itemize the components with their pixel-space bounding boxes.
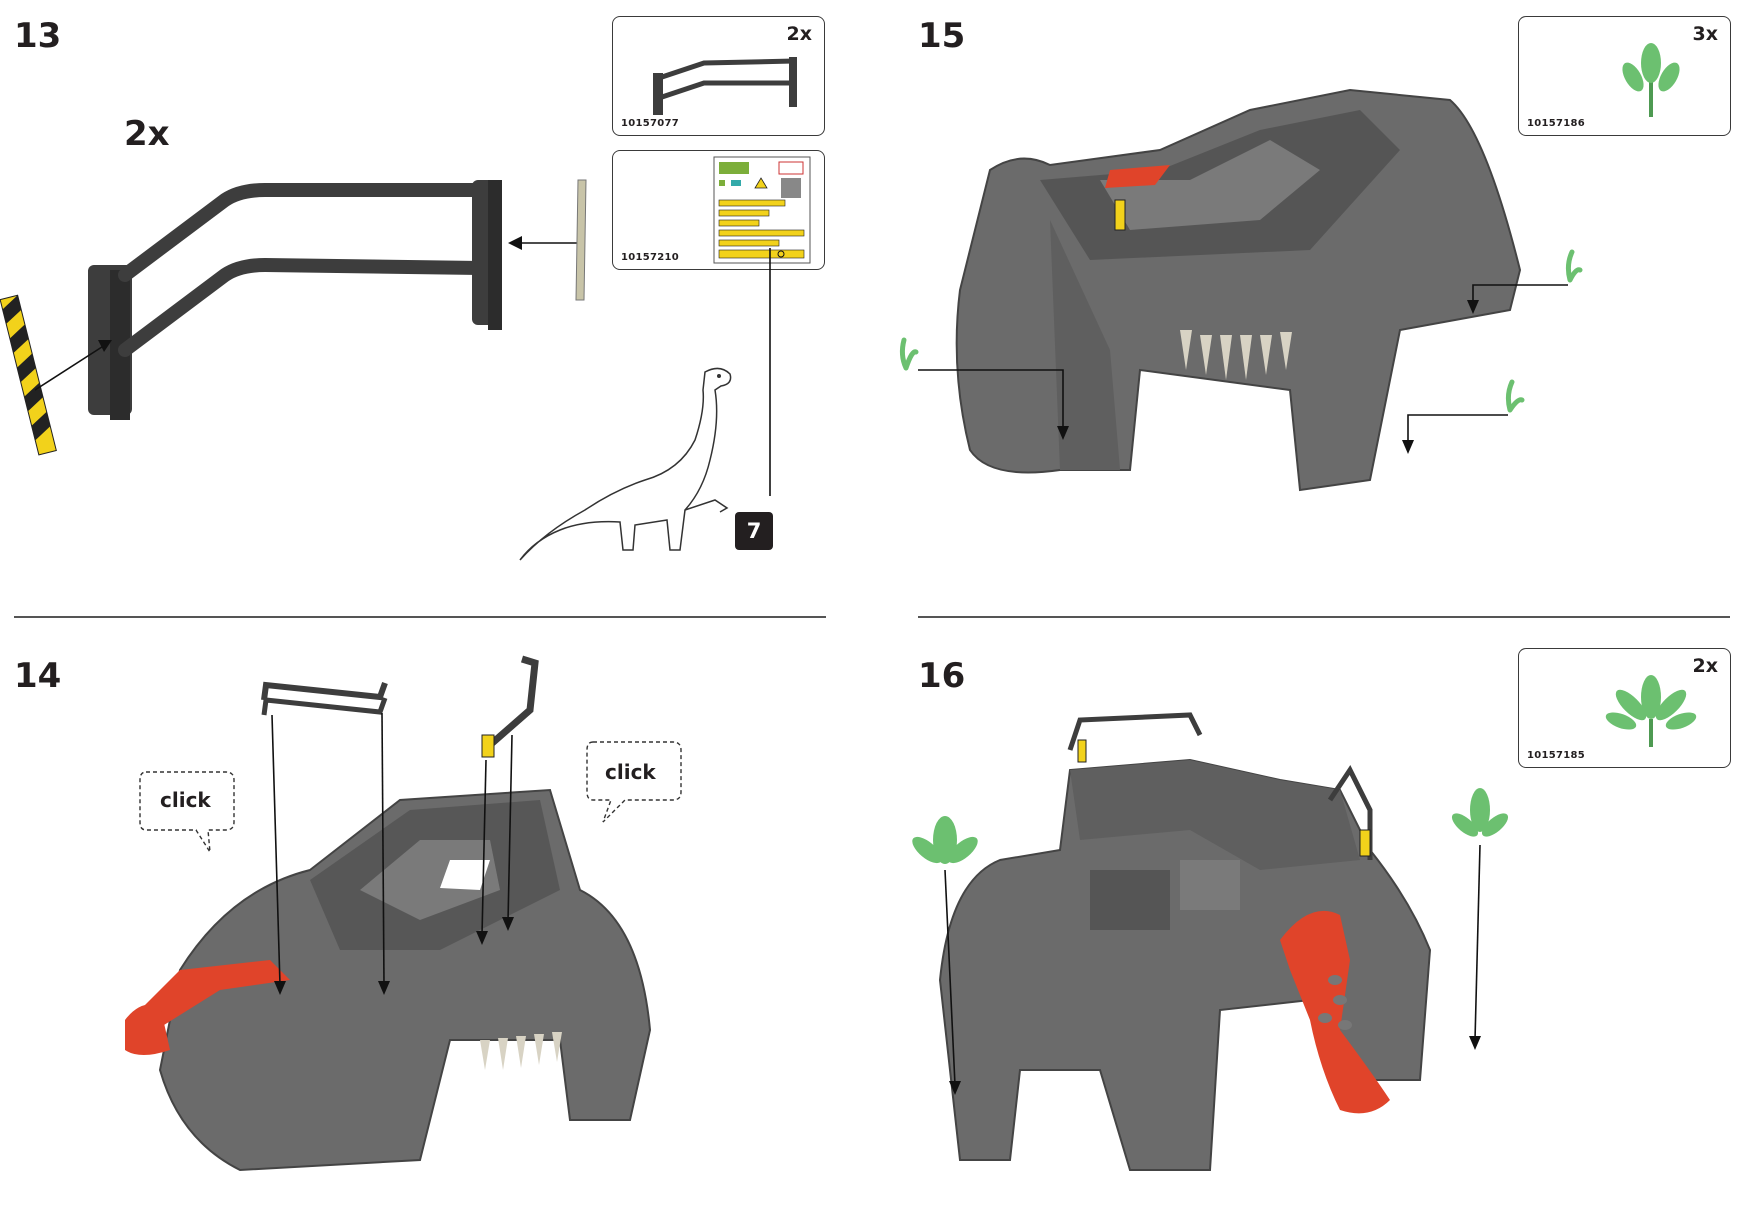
- sticker-sheet-icon: [713, 156, 811, 264]
- step-number-14: 14: [14, 656, 62, 696]
- callout-number: 7: [746, 519, 762, 543]
- sticker-callout-line: [769, 248, 771, 496]
- parts-box-sticker-sheet: 10157210: [612, 150, 825, 270]
- click-label-right: click: [605, 760, 656, 784]
- part-quantity: 2x: [786, 23, 812, 45]
- parts-box-plant: 3x 10157186: [1518, 16, 1731, 136]
- rock-structure-step15: [955, 88, 1522, 492]
- plant-arrows-step15: [899, 249, 1583, 454]
- rock-structure-step16: [938, 712, 1432, 1171]
- click-bubble-right: [586, 741, 682, 823]
- callout-number-badge: 7: [735, 512, 773, 550]
- divider-left: [14, 616, 826, 618]
- part-number: 10157186: [1527, 118, 1586, 129]
- step-number-15: 15: [918, 16, 966, 56]
- hazard-stripe-sticker: [0, 294, 57, 456]
- part-number: 10157185: [1527, 750, 1586, 761]
- step-13-quantity: 2x: [124, 114, 170, 154]
- click-bubble-left: [139, 771, 235, 853]
- plant-icon: [1622, 43, 1680, 117]
- part-number: 10157077: [621, 118, 680, 129]
- brachiosaurus-outline: [519, 367, 732, 561]
- fern-icon: [1605, 675, 1697, 747]
- railing-part-icon: [653, 57, 797, 115]
- plant-arrows-step16: [912, 788, 1509, 1095]
- parts-box-railing: 2x 10157077: [612, 16, 825, 136]
- divider-right: [918, 616, 1730, 618]
- part-quantity: 3x: [1692, 23, 1718, 45]
- part-number: 10157210: [621, 252, 680, 263]
- rock-structure-step14: [125, 788, 652, 1172]
- step-number-16: 16: [918, 656, 966, 696]
- railing-assembly-illustration: [0, 179, 587, 456]
- part-quantity: 2x: [1692, 655, 1718, 677]
- parts-box-fern: 2x 10157185: [1518, 648, 1731, 768]
- step-number-13: 13: [14, 16, 62, 56]
- railing-insert-arrows-step14: [261, 655, 539, 995]
- click-label-left: click: [160, 788, 211, 812]
